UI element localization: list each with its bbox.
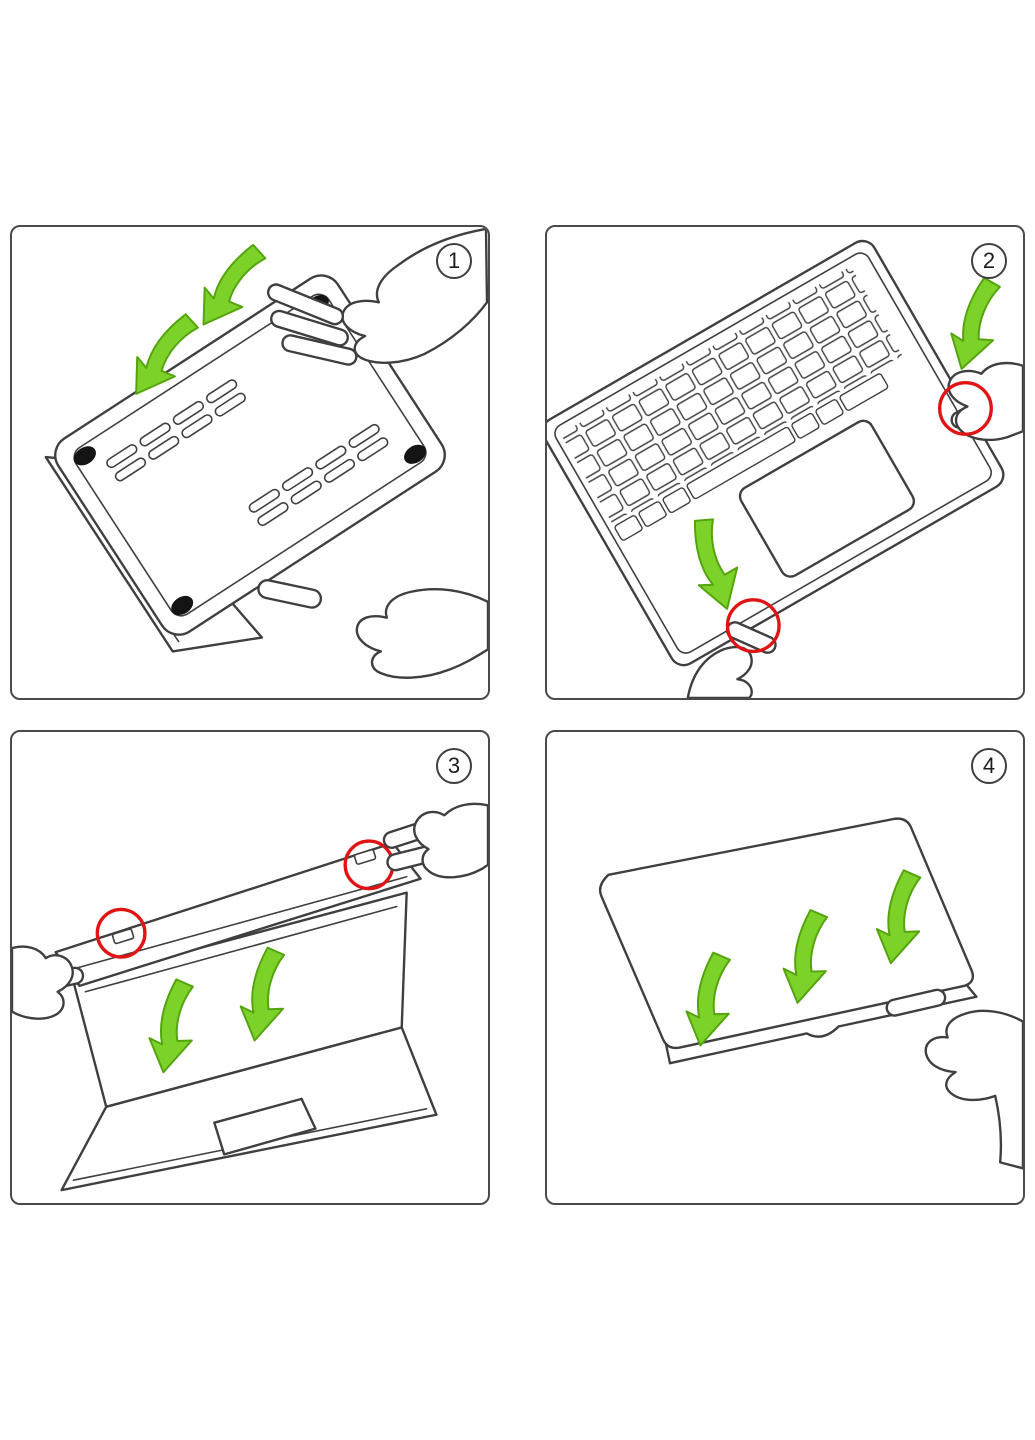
step-panel-4: 4	[545, 730, 1025, 1205]
step-panel-2: 2	[545, 225, 1025, 700]
rubber-foot	[404, 444, 427, 464]
unclipping-hand-bottom	[686, 621, 777, 698]
vent-slots-upper	[106, 379, 246, 482]
trackpad	[738, 419, 916, 578]
step-3-illustration	[12, 802, 488, 1192]
step-2-illustration	[547, 239, 1023, 698]
step-number: 1	[447, 248, 461, 273]
green-press-arrow-icon	[940, 272, 1014, 377]
holding-hand-right	[885, 988, 1023, 1170]
step-number: 3	[447, 753, 461, 778]
finger	[266, 283, 345, 326]
keyboard-keys	[560, 266, 903, 524]
pinching-hand-right	[382, 802, 488, 879]
step-number: 4	[982, 753, 996, 778]
step-1-illustration	[44, 227, 488, 679]
steadying-hand-left	[12, 945, 85, 1020]
base-front-edge	[668, 995, 978, 1065]
thumb	[885, 988, 947, 1017]
step-panel-1: 1	[10, 225, 490, 700]
step-number-badge: 1	[436, 243, 472, 279]
rubber-foot	[73, 446, 96, 466]
keyboard-bottom-row	[614, 373, 889, 541]
thumb	[257, 579, 323, 609]
step-number-badge: 3	[436, 748, 472, 784]
clip-highlight-circle	[725, 598, 781, 654]
rubber-foot	[171, 595, 194, 616]
step-panel-3: 3	[10, 730, 490, 1205]
step-panels-grid: 1	[10, 225, 1025, 1205]
shell-clip	[353, 848, 377, 865]
spacebar-key	[686, 426, 796, 500]
pulling-hand-right	[947, 361, 1023, 442]
base-deck	[60, 1026, 438, 1192]
keyboard-deck	[547, 239, 1005, 667]
closed-laptop	[598, 817, 978, 1065]
vent-slots-lower	[248, 423, 389, 527]
shell-clip	[111, 928, 135, 945]
step-number-badge: 4	[971, 748, 1007, 784]
finger	[270, 309, 349, 347]
trackpad	[213, 1097, 317, 1156]
clip-highlight-circle	[938, 380, 993, 436]
step-number-badge: 2	[971, 243, 1007, 279]
step-number: 2	[982, 248, 996, 273]
clip-highlight-circle	[95, 907, 147, 959]
finger	[281, 334, 358, 366]
step-4-illustration	[598, 817, 1023, 1170]
holding-hand	[257, 579, 488, 679]
